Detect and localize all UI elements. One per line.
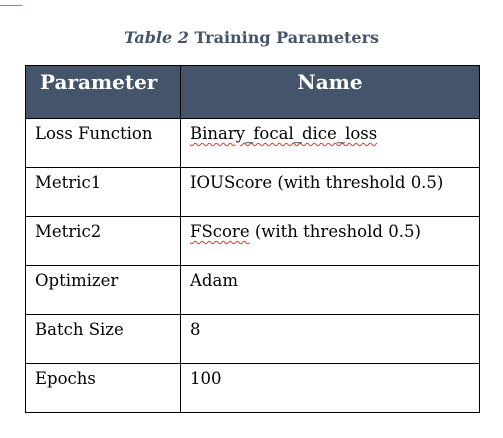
parameter-label: Metric1: [35, 173, 102, 192]
parameter-label: Batch Size: [35, 320, 124, 339]
name-cell: Adam: [180, 265, 480, 315]
parameter-cell: Epochs: [25, 363, 181, 413]
parameter-cell: Loss Function: [25, 118, 181, 168]
name-value: Binary_focal_dice_loss: [190, 124, 378, 143]
name-value-rest: (with threshold 0.5): [249, 222, 421, 241]
header-parameter-label: Parameter: [40, 70, 158, 94]
table-row: Batch Size 8: [25, 314, 480, 364]
name-cell: 100: [180, 363, 480, 413]
parameter-label: Loss Function: [35, 124, 153, 143]
parameter-cell: Metric1: [25, 167, 181, 217]
parameter-label: Metric2: [35, 222, 102, 241]
corner-crop-mark: [0, 0, 22, 6]
parameter-cell: Optimizer: [25, 265, 181, 315]
name-cell: IOUScore (with threshold 0.5): [180, 167, 480, 217]
table-row: Metric1 IOUScore (with threshold 0.5): [25, 167, 480, 217]
header-name-label: Name: [297, 70, 363, 94]
parameter-cell: Metric2: [25, 216, 181, 266]
table-row: Epochs 100: [25, 363, 480, 413]
name-cell: FScore (with threshold 0.5): [180, 216, 480, 266]
name-value: IOUScore (with threshold 0.5): [190, 173, 444, 192]
name-value: FScore (with threshold 0.5): [190, 217, 421, 241]
name-value-flagged: FScore: [190, 222, 250, 241]
table-caption: Table 2 Training Parameters: [0, 28, 503, 47]
header-parameter: Parameter: [25, 65, 181, 119]
training-parameters-table: Parameter Name Loss Function Binary_foca…: [25, 65, 480, 413]
name-cell: Binary_focal_dice_loss: [180, 118, 480, 168]
table-row: Metric2 FScore (with threshold 0.5): [25, 216, 480, 266]
table-row: Loss Function Binary_focal_dice_loss: [25, 118, 480, 168]
name-value: 8: [190, 320, 201, 339]
parameter-label: Epochs: [35, 369, 96, 388]
name-value: 100: [190, 369, 222, 388]
caption-number: Table 2: [123, 28, 189, 47]
header-name: Name: [180, 65, 480, 119]
parameter-label: Optimizer: [35, 271, 119, 290]
name-value: Adam: [190, 271, 238, 290]
caption-title: Training Parameters: [194, 28, 380, 47]
table-header-row: Parameter Name: [25, 65, 480, 119]
table-row: Optimizer Adam: [25, 265, 480, 315]
name-cell: 8: [180, 314, 480, 364]
parameter-cell: Batch Size: [25, 314, 181, 364]
